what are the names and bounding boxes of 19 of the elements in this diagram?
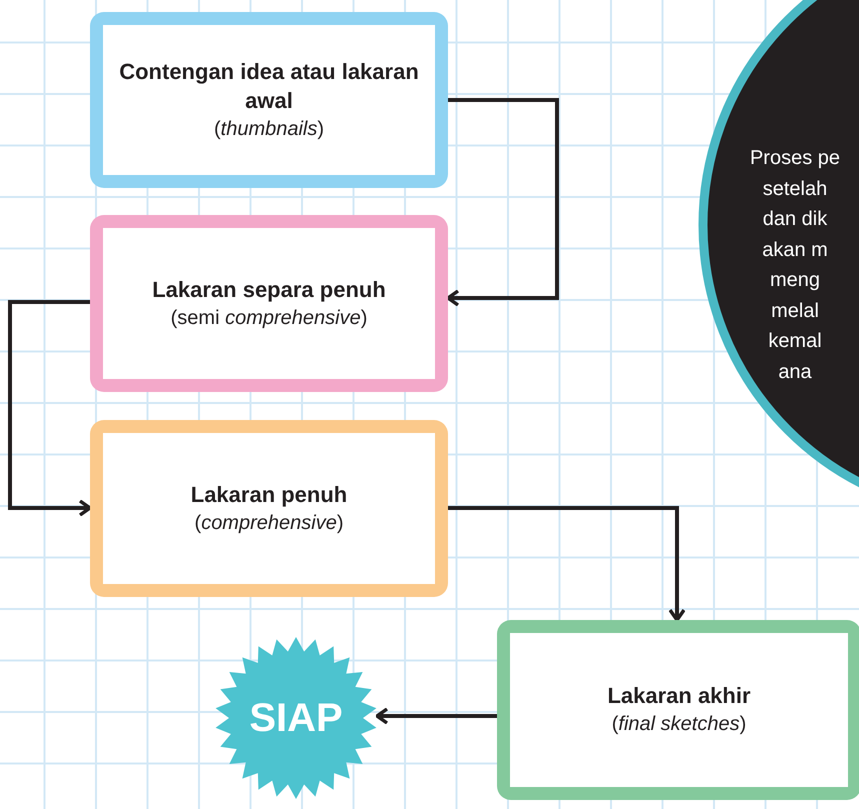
step-subtitle: (thumbnails) (214, 116, 324, 142)
arrow (8, 300, 92, 517)
step-title: Lakaran penuh (190, 480, 348, 508)
arrow (375, 707, 497, 725)
step-subtitle: (final sketches) (612, 712, 746, 737)
step-subtitle: (semi comprehensive) (170, 306, 368, 330)
step-title: Contengan idea atau lakaran awal (118, 58, 420, 114)
starburst-badge (215, 637, 377, 799)
step-box (90, 420, 448, 597)
step-box (90, 12, 448, 188)
arrow (446, 98, 559, 307)
step-box (90, 215, 448, 392)
step-subtitle: (comprehensive) (194, 510, 344, 536)
arrow (448, 506, 686, 622)
note-text: Proses pe setelah dan dik akan m meng melal kemal ana (748, 146, 842, 384)
badge-text: SIAP (249, 695, 343, 742)
step-title: Lakaran separa penuh (152, 276, 386, 304)
step-title: Lakaran akhir (607, 682, 751, 710)
step-box (497, 620, 859, 800)
